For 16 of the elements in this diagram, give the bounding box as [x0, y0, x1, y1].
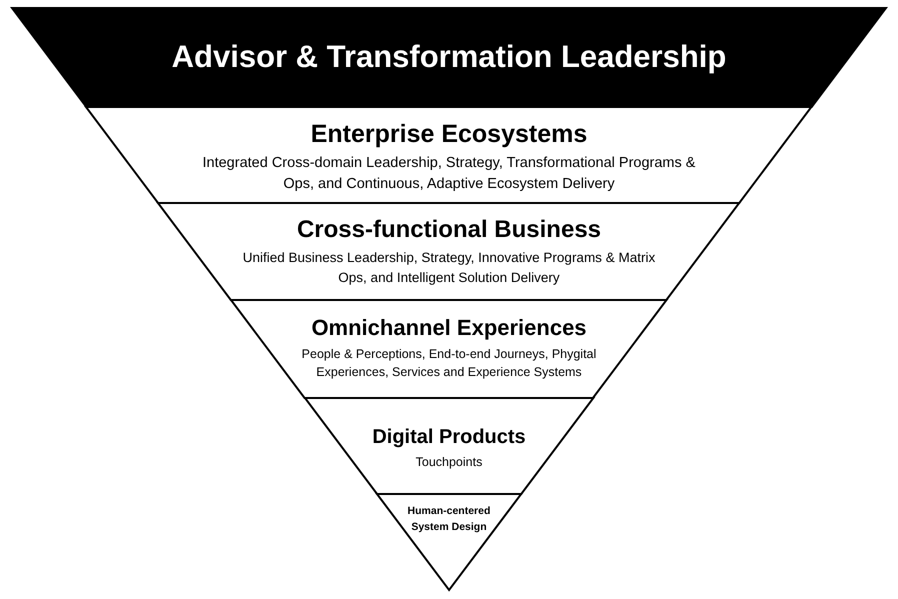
- apex-triangle: [376, 494, 522, 590]
- pyramid-band: [231, 300, 667, 398]
- pyramid-band: [86, 107, 812, 203]
- band-heading: Cross-functional Business: [296, 215, 602, 245]
- pyramid-band: [158, 203, 740, 300]
- band-heading: Human-centered System Design: [406, 504, 492, 536]
- band-description: Touchpoints: [416, 454, 482, 471]
- band-heading: Omnichannel Experiences: [311, 314, 587, 342]
- title-band: [12, 8, 886, 107]
- pyramid-title: Advisor & Transformation Leadership: [172, 38, 726, 76]
- band-heading: Digital Products: [372, 425, 526, 450]
- band-heading: Enterprise Ecosystems: [310, 119, 588, 150]
- pyramid-band: [304, 398, 594, 494]
- band-description: Unified Business Leadership, Strategy, Innovative Programs & Matrix Ops, and Intelligent Solution Delivery: [242, 249, 656, 287]
- band-description: People & Perceptions, End-to-end Journeys, Phygital Experiences, Services and Experience Systems: [300, 346, 598, 381]
- band-description: Integrated Cross-domain Leadership, Strategy, Transformational Programs & Ops, and Continuous, Adaptive Ecosystem Delivery: [202, 154, 696, 194]
